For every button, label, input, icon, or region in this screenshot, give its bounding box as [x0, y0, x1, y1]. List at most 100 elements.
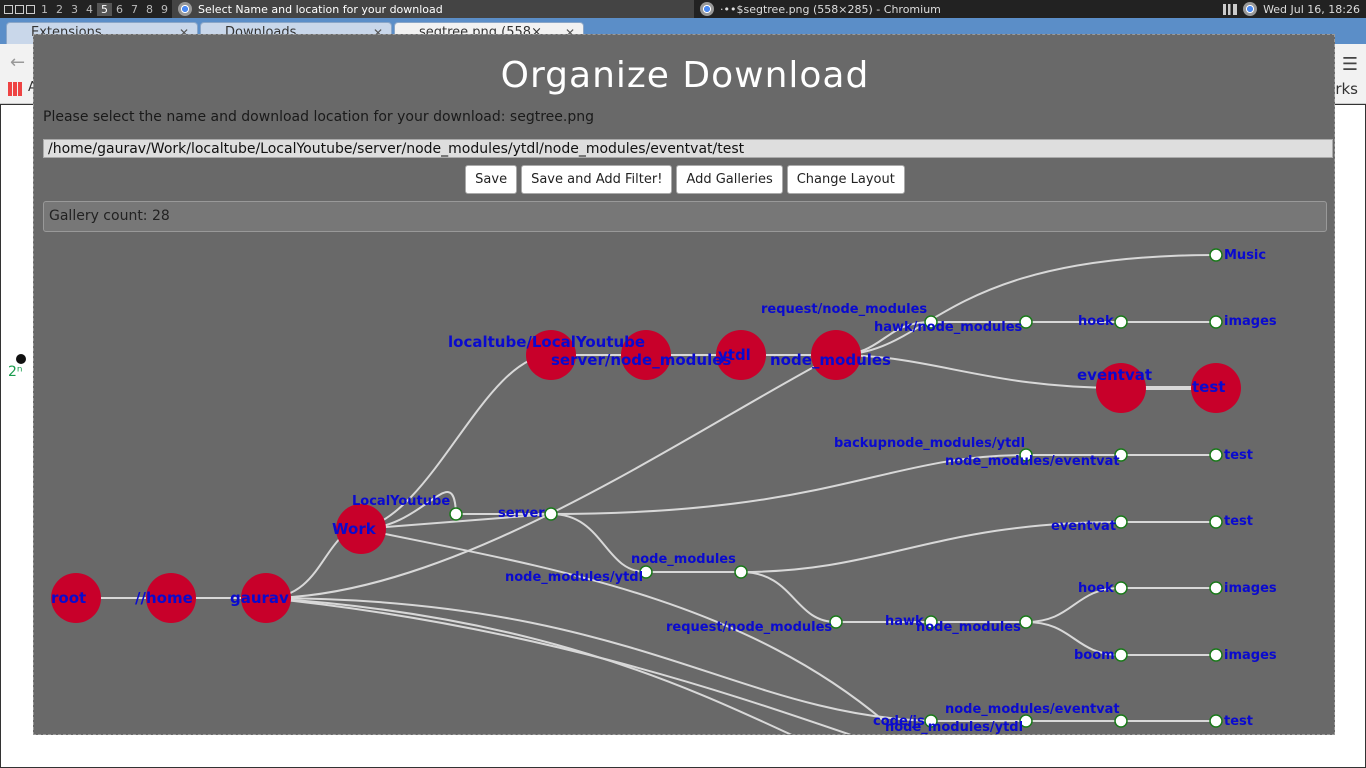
tree-leaf-node[interactable]	[734, 565, 748, 579]
window-layout-icons	[0, 0, 35, 18]
node-label: node_modules/ytdl	[505, 570, 643, 585]
taskbar-item-dialog[interactable]: Select Name and location for your downlo…	[172, 0, 694, 18]
taskbar-item-label: ·••$segtree.png (558×285) - Chromium	[720, 2, 941, 16]
tree-node-home[interactable]	[146, 573, 196, 623]
small-node-labels: Music request/node_modules hawk/node_mod…	[352, 248, 1277, 734]
node-label: test	[1224, 448, 1253, 463]
tree-leaf-node[interactable]	[924, 714, 938, 728]
add-galleries-button[interactable]: Add Galleries	[676, 165, 783, 194]
tree-leaf-node[interactable]	[1209, 315, 1223, 329]
node-label: code/js	[873, 714, 925, 729]
layout-icon[interactable]	[4, 4, 13, 14]
chromium-icon	[700, 2, 714, 16]
close-icon[interactable]: ✕	[178, 26, 189, 40]
tree-leaf-node[interactable]	[1209, 648, 1223, 662]
tree-leaf-node[interactable]	[1114, 648, 1128, 662]
clock[interactable]: Wed Jul 16, 18:26	[1263, 2, 1360, 16]
save-and-add-filter-button[interactable]: Save and Add Filter!	[521, 165, 673, 194]
node-label: request/node_modules	[761, 302, 927, 317]
node-label: images	[1224, 648, 1277, 663]
workspace-8[interactable]: 8	[146, 2, 153, 16]
tree-leaf-node[interactable]	[1019, 615, 1033, 629]
big-nodes	[51, 330, 1241, 623]
workspace-2[interactable]: 2	[56, 2, 63, 16]
tree-node-gaurav[interactable]	[241, 573, 291, 623]
tree-leaf-node[interactable]	[449, 507, 463, 521]
tree-node-ytdl[interactable]	[716, 330, 766, 380]
node-label: eventvat	[1051, 519, 1116, 534]
node-label: eventvat	[1077, 366, 1152, 384]
chromium-icon	[178, 2, 192, 16]
node-label: hoek	[1078, 314, 1114, 329]
tree-leaf-node[interactable]	[829, 615, 843, 629]
node-label: server	[498, 506, 545, 521]
tree-leaf-node[interactable]	[1114, 315, 1128, 329]
layout-icon[interactable]	[26, 4, 35, 14]
tree-node-root[interactable]	[51, 573, 101, 623]
workspace-5[interactable]: 5	[97, 2, 112, 16]
tree-node-localtube[interactable]	[526, 330, 576, 380]
tree-leaf-node[interactable]	[1019, 714, 1033, 728]
tree-leaf-node[interactable]	[1019, 448, 1033, 462]
tree-node-node-modules[interactable]	[811, 330, 861, 380]
node-label: node_modules	[631, 552, 736, 567]
tree-leaf-node[interactable]	[924, 615, 938, 629]
system-tray: Wed Jul 16, 18:26	[1223, 0, 1360, 18]
node-label: hoek	[1078, 581, 1114, 596]
dialog-title: Organize Download	[500, 55, 870, 96]
small-nodes	[449, 248, 1223, 728]
node-label: Music	[1224, 248, 1266, 263]
node-label: localtube/LocalYoutube	[448, 333, 645, 351]
workspace-9[interactable]: 9	[161, 2, 168, 16]
folder-tree[interactable]: root //home gaurav Work localtube/LocalY…	[34, 35, 1335, 735]
download-path-input[interactable]	[43, 139, 1333, 158]
network-icon[interactable]	[1243, 2, 1258, 16]
apps-grid-icon[interactable]	[8, 82, 22, 96]
workspace-switcher: 1 2 3 4 5 6 7 8 9	[37, 0, 172, 18]
workspace-6[interactable]: 6	[116, 2, 123, 16]
signal-icon[interactable]	[1223, 3, 1238, 15]
node-label: node_modules/eventvat	[945, 454, 1120, 469]
tree-node-eventvat[interactable]	[1096, 363, 1146, 413]
node-label: images	[1224, 581, 1277, 596]
tree-leaf-node[interactable]	[639, 565, 653, 579]
node-label: server/node_modules	[551, 351, 731, 369]
tree-leaf-node[interactable]	[1209, 714, 1223, 728]
tree-leaf-node[interactable]	[1019, 315, 1033, 329]
close-icon[interactable]: ✕	[372, 26, 383, 40]
tree-node-work[interactable]	[336, 504, 386, 554]
menu-icon[interactable]: ☰	[1341, 54, 1358, 75]
node-label: //home	[135, 589, 193, 607]
tree-leaf-node[interactable]	[544, 507, 558, 521]
workspace-1[interactable]: 1	[41, 2, 48, 16]
change-layout-button[interactable]: Change Layout	[786, 165, 905, 194]
node-label: Work	[332, 520, 377, 538]
os-top-panel: 1 2 3 4 5 6 7 8 9 Select Name and locati…	[0, 0, 1366, 18]
tree-leaf-node[interactable]	[1209, 448, 1223, 462]
workspace-4[interactable]: 4	[86, 2, 93, 16]
tree-leaf-node[interactable]	[1209, 581, 1223, 595]
tree-leaf-node[interactable]	[924, 315, 938, 329]
tree-leaf-node[interactable]	[1114, 581, 1128, 595]
tree-node-test[interactable]	[1191, 363, 1241, 413]
tree-leaf-node[interactable]	[1114, 515, 1128, 529]
workspace-7[interactable]: 7	[131, 2, 138, 16]
tree-node-server[interactable]	[621, 330, 671, 380]
organize-download-dialog: Organize Download Please select the name…	[33, 34, 1335, 735]
node-label: LocalYoutube	[352, 494, 450, 509]
back-arrow-icon[interactable]: ←	[10, 52, 26, 73]
taskbar-item-browser[interactable]: ·••$segtree.png (558×285) - Chromium	[694, 0, 947, 18]
tree-leaf-node[interactable]	[1114, 714, 1128, 728]
layout-icon[interactable]	[15, 4, 24, 14]
bookmark-apps-label[interactable]: A	[28, 80, 37, 95]
tree-leaf-node[interactable]	[1209, 248, 1223, 262]
close-icon[interactable]: ✕	[564, 26, 575, 40]
tree-leaf-node[interactable]	[1114, 448, 1128, 462]
tree-leaf-node[interactable]	[1209, 515, 1223, 529]
save-button[interactable]: Save	[465, 165, 518, 194]
taskbar-item-label: Select Name and location for your downlo…	[198, 2, 443, 16]
node-label: hawk	[885, 614, 924, 629]
node-label: backupnode_modules/ytdl	[834, 436, 1025, 451]
workspace-3[interactable]: 3	[71, 2, 78, 16]
bookmarks-label[interactable]: rks	[1335, 80, 1358, 98]
